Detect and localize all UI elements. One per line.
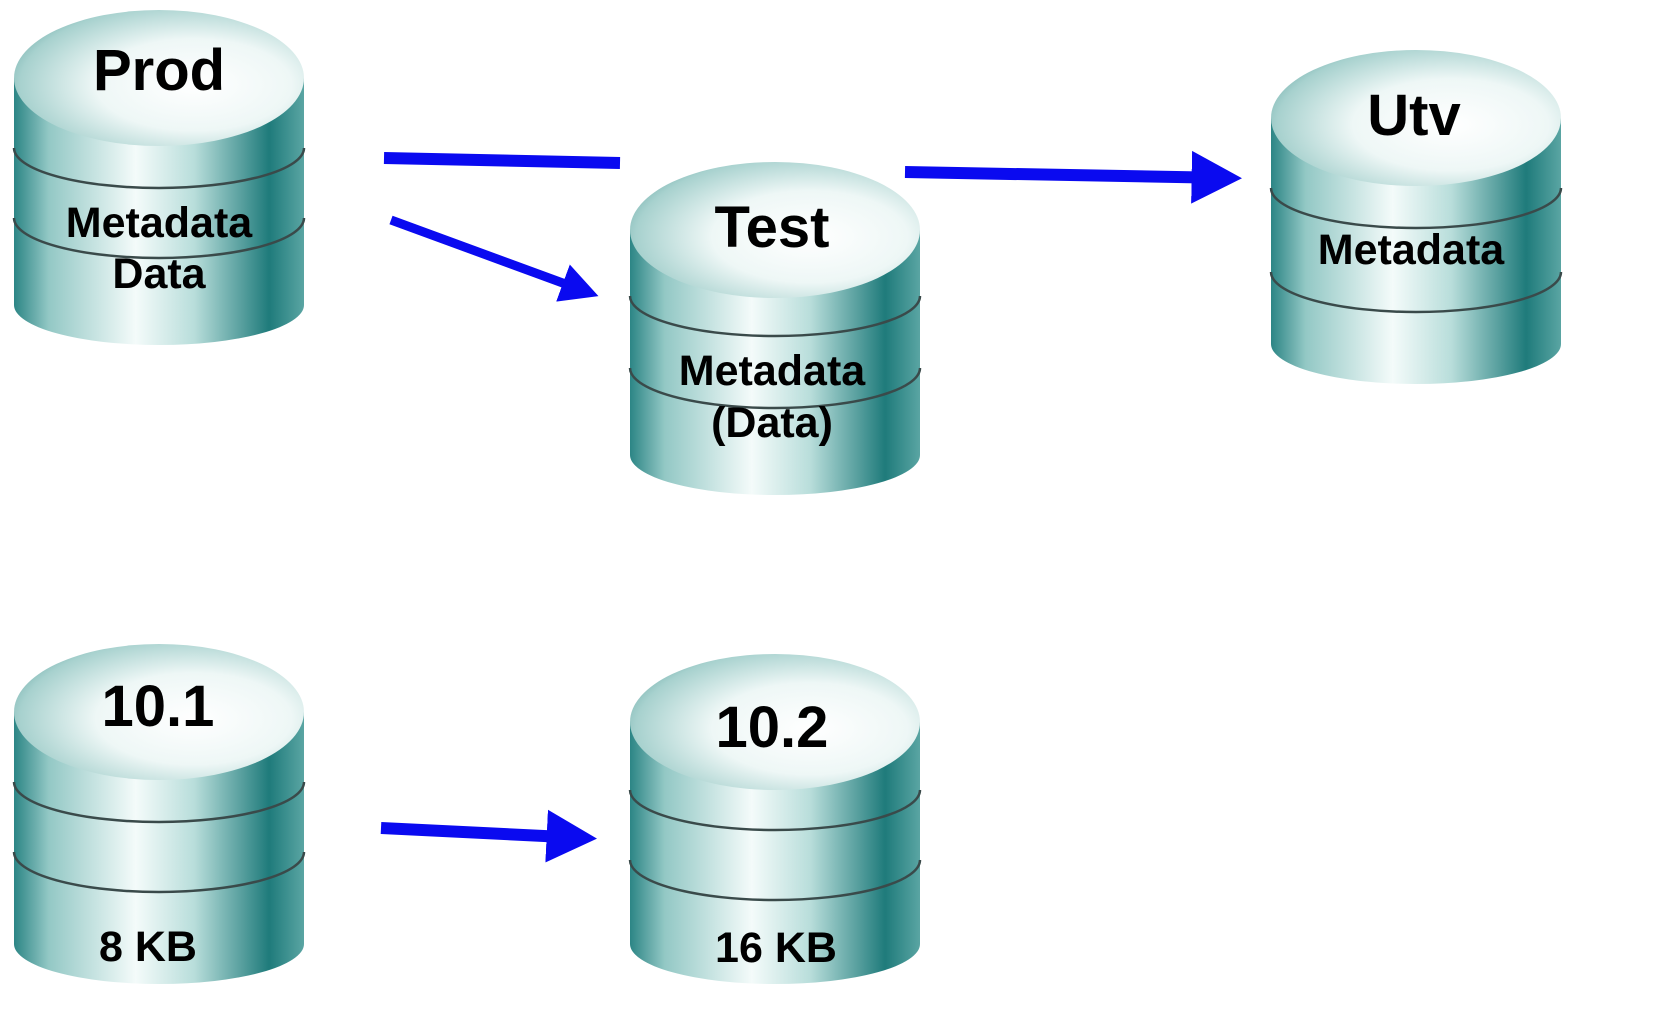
cylinder-band-line: [12, 781, 306, 824]
arrow-test-to-utv: [904, 150, 1242, 204]
cylinder-top: [14, 644, 304, 780]
cylinder-body: [14, 78, 304, 345]
prod-data-label: Data: [112, 250, 206, 298]
test-title: Test: [715, 195, 830, 260]
cylinder-band-line: [628, 789, 922, 832]
cylinder-body: [630, 722, 920, 984]
utv-metadata-label: Metadata: [1318, 226, 1505, 274]
test-data-label: (Data): [711, 399, 833, 447]
cylinder-band-line: [12, 851, 306, 894]
cylinder-band-line: [1269, 187, 1563, 230]
cylinder-body: [14, 712, 304, 984]
arrows: [380, 150, 1242, 863]
cylinder-band-line: [12, 217, 306, 260]
cylinder-top: [630, 162, 920, 298]
v101-title: 10.1: [102, 674, 215, 739]
cylinder-band-line: [628, 367, 922, 410]
utv-title: Utv: [1367, 83, 1460, 148]
arrow-prod-to-test: [389, 215, 599, 302]
database-10-1: 10.1 8 KB: [12, 644, 306, 984]
prod-metadata-label: Metadata: [66, 199, 253, 247]
cylinder-top: [1271, 50, 1561, 186]
cylinder-band-line: [628, 295, 922, 338]
arrow-prod-line: [383, 152, 621, 169]
cylinder-top: [630, 654, 920, 790]
cylinder-band-line: [1269, 271, 1563, 314]
cylinder-body: [630, 230, 920, 495]
cylinder-band-line: [628, 859, 922, 902]
prod-title: Prod: [93, 38, 225, 103]
cylinder-band-line: [12, 147, 306, 190]
database-10-2: 10.2 16 KB: [628, 654, 922, 984]
v102-size-label: 16 KB: [715, 924, 837, 972]
arrow-101-to-102: [380, 809, 597, 863]
database-test: Test Metadata (Data): [628, 162, 922, 495]
test-metadata-label: Metadata: [679, 347, 866, 395]
database-utv: Utv Metadata: [1269, 50, 1563, 384]
v101-size-label: 8 KB: [99, 923, 197, 971]
v102-title: 10.2: [716, 695, 829, 760]
cylinder-top: [14, 10, 304, 146]
database-prod: Prod Metadata Data: [12, 10, 306, 345]
cylinder-body: [1271, 118, 1561, 384]
